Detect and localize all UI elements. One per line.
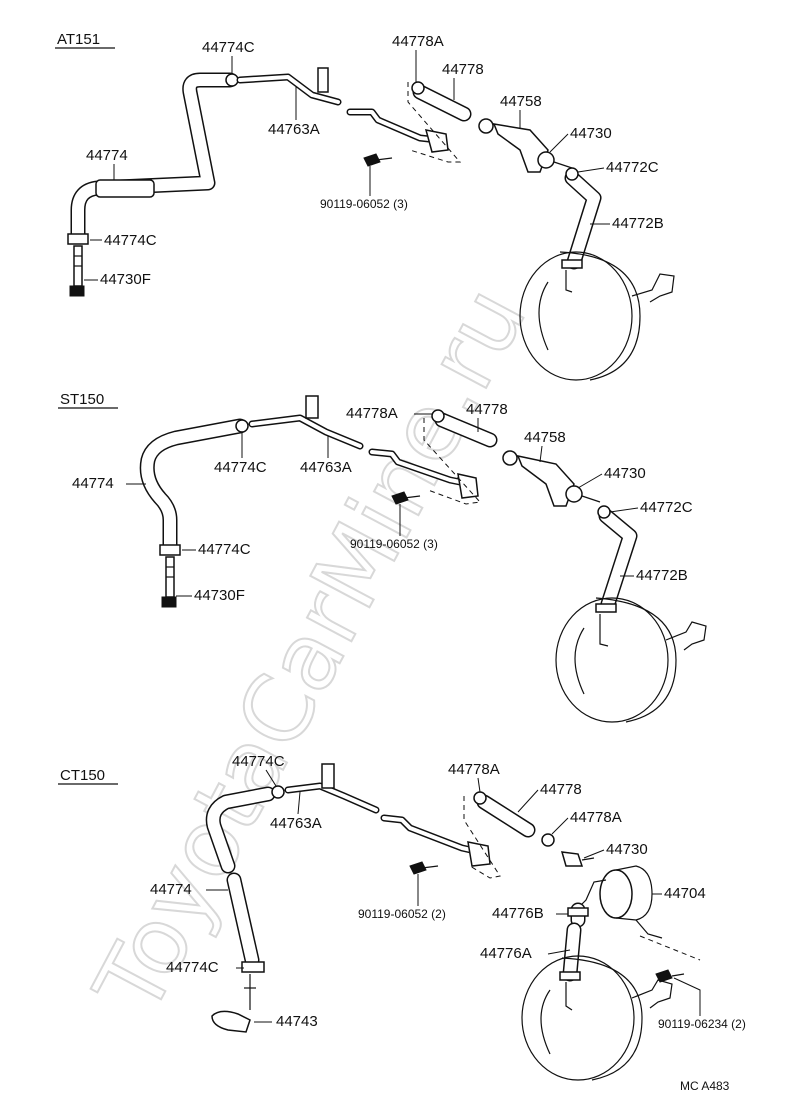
hose-44778 [473, 791, 555, 847]
label-90119-06052: 90119-06052 (3) [350, 537, 438, 551]
label-44772b: 44772B [636, 567, 688, 584]
vacuum-hose-44774 [205, 786, 276, 968]
label-44778a: 44778A [392, 33, 444, 50]
vacuum-hose-44774 [70, 72, 238, 243]
section-title: CT150 [60, 767, 105, 784]
label-44774c: 44774C [202, 39, 255, 56]
watermark: ToyotaCarMine.ru [74, 270, 546, 1031]
label-44774c: 44774C [198, 541, 251, 558]
label-44772c: 44772C [606, 159, 659, 176]
label-44730: 44730 [606, 841, 648, 858]
section-title: ST150 [60, 391, 104, 408]
brake-booster [555, 597, 707, 723]
label-44730f: 44730F [100, 271, 151, 288]
label-44763a: 44763A [270, 815, 322, 832]
check-valve-44758 [502, 450, 601, 507]
label-90119-06052: 90119-06052 (2) [358, 907, 446, 921]
label-90119-06052: 90119-06052 (3) [320, 197, 408, 211]
union-44730 [560, 851, 595, 867]
label-44730: 44730 [570, 125, 612, 142]
label-44774c: 44774C [214, 459, 267, 476]
label-44774: 44774 [72, 475, 114, 492]
check-valve-44758 [478, 118, 573, 173]
label-44774c: 44774C [232, 753, 285, 770]
label-44758: 44758 [500, 93, 542, 110]
clamp-44774c-upper [225, 73, 239, 87]
clamp-44774c-upper [235, 419, 249, 433]
label-44758: 44758 [524, 429, 566, 446]
metal-pipe-44763a [284, 763, 491, 867]
brake-booster [521, 955, 673, 1081]
label-44776b: 44776B [492, 905, 544, 922]
section-at151: AT151 [55, 31, 675, 381]
bolt-90119-06052 [391, 491, 421, 505]
label-44763a: 44763A [300, 459, 352, 476]
section-ct150: CT150 [58, 753, 746, 1081]
label-44778a: 44778A [570, 809, 622, 826]
valve-44730f [69, 245, 85, 297]
label-44774c: 44774C [166, 959, 219, 976]
label-90119-06234: 90119-06234 (2) [658, 1017, 746, 1031]
hose-44776b [567, 902, 589, 928]
clamp-44774c-lower [159, 544, 181, 556]
section-title: AT151 [57, 31, 100, 48]
clamp-44774c-lower [241, 961, 265, 973]
label-44763a: 44763A [268, 121, 320, 138]
label-44743: 44743 [276, 1013, 318, 1030]
vacuum-tank-44704 [577, 865, 663, 939]
bolt-90119-06052 [409, 861, 439, 875]
clamp-44774c-lower [67, 233, 89, 245]
label-44730: 44730 [604, 465, 646, 482]
label-44774c: 44774C [104, 232, 157, 249]
fitting-44743 [211, 974, 256, 1033]
brake-booster [519, 251, 675, 381]
label-44772c: 44772C [640, 499, 693, 516]
figure-code: MC A483 [680, 1079, 730, 1093]
label-44778: 44778 [540, 781, 582, 798]
hose-44772b [561, 167, 602, 293]
metal-pipe-44763a [248, 395, 479, 499]
section-st150: ST150 [58, 391, 707, 723]
label-44776a: 44776A [480, 945, 532, 962]
label-44778: 44778 [442, 61, 484, 78]
hose-44778 [411, 81, 472, 122]
label-44730f: 44730F [194, 587, 245, 604]
vacuum-hose-44774 [139, 418, 248, 553]
clamp-44774c-upper [271, 785, 285, 799]
label-44774: 44774 [86, 147, 128, 164]
valve-44730f [161, 556, 177, 608]
hose-44778 [431, 409, 498, 448]
label-44778a: 44778A [346, 405, 398, 422]
label-44704: 44704 [664, 885, 706, 902]
label-44778a: 44778A [448, 761, 500, 778]
hose-44776a [559, 922, 582, 1011]
label-44772b: 44772B [612, 215, 664, 232]
label-44774: 44774 [150, 881, 192, 898]
metal-pipe-44763a [236, 67, 449, 153]
bolt-90119-06052 [363, 153, 393, 167]
bolt-90119-06234 [655, 969, 685, 983]
label-44778: 44778 [466, 401, 508, 418]
